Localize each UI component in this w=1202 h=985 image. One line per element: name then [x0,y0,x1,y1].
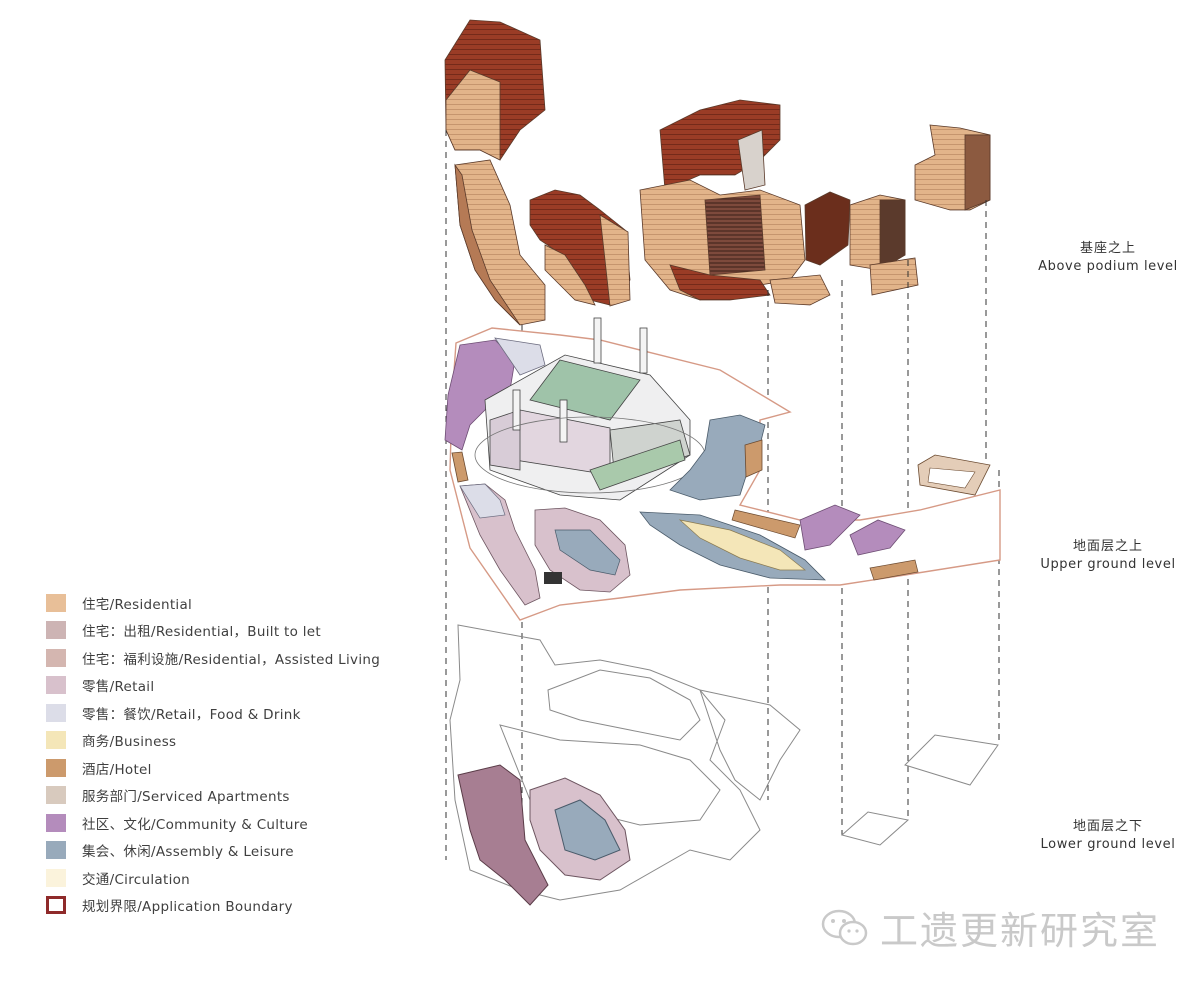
level-lower-cn: 地面层之下 [1072,819,1143,834]
legend-item: 零售/Retail [46,672,446,700]
legend-item: 社区、文化/Community & Culture [46,809,446,837]
building-west-curve-side [454,163,521,326]
chimney-se [559,399,568,443]
lower-assembly-lens [554,799,621,861]
legend-item: 规划界限/Application Boundary [46,892,446,920]
level-upper-cn: 地面层之上 [1072,539,1143,554]
level-upper-en: Upper ground level [1040,557,1176,572]
legend-item: 住宅：福利设施/Residential，Assisted Living [46,644,446,672]
upper-hotel-west [451,451,469,483]
lower-outline-main [449,624,761,901]
legend-swatch [46,896,66,915]
upper-hotel-east-2 [869,559,919,581]
lower-outline-east [699,689,801,801]
upper-hotel-east [744,439,763,478]
lower-outline-north [547,669,701,741]
building-crescent-inner [544,244,596,306]
level-lower-en: Lower ground level [1040,837,1176,852]
upper-assembly-east [669,414,766,501]
legend-label: 服务部门/Serviced Apartments [82,789,290,806]
stair-grid [544,572,562,584]
level-label-lower-ground: 地面层之下 Lower ground level [1018,818,1198,854]
chimney-ne [639,327,648,374]
lower-community [457,764,549,906]
watermark-text: 工遗更新研究室 [880,909,1161,953]
upper-community-east-2 [849,519,906,556]
legend-swatch [46,786,66,805]
legend-swatch [46,731,66,750]
legend-item: 住宅/Residential [46,589,446,617]
building-central-base [669,264,771,301]
legend-swatch [46,868,66,887]
level-above-cn: 基座之上 [1079,241,1136,256]
legend-item: 服务部门/Serviced Apartments [46,782,446,810]
legend-label: 集会、休闲/Assembly & Leisure [82,844,294,861]
wechat-icon [821,909,868,945]
building-central-east-wing [769,274,831,306]
upper-assembly-lens [554,529,621,576]
level-label-upper-ground: 地面层之上 Upper ground level [1018,538,1198,574]
chimney-sw [512,389,521,431]
upper-retail-west [494,337,546,376]
upper-food-sliver [459,483,506,519]
legend-swatch [46,813,66,832]
legend-label: 酒店/Hotel [82,761,152,778]
chimney-nw [593,317,602,364]
legend-swatch [46,758,66,777]
building-west-tower-face [445,69,501,161]
level-above-en: Above podium level [1038,259,1178,274]
legend-label: 规划界限/Application Boundary [82,899,293,916]
level-label-above-podium: 基座之上 Above podium level [1018,240,1198,276]
legend-item: 集会、休闲/Assembly & Leisure [46,837,446,865]
building-east-low [869,257,919,296]
legend-swatch [46,676,66,695]
legend-label: 住宅/Residential [82,596,193,613]
lower-outline-east-tower [904,734,999,786]
legend-item: 交通/Circulation [46,864,446,892]
lower-outline-east-small [840,811,910,846]
upper-hotel-strip [731,509,801,539]
legend-item: 零售：餐饮/Retail，Food & Drink [46,699,446,727]
watermark: 工遗更新研究室 [820,900,1160,955]
legend-item: 商务/Business [46,727,446,755]
legend-swatch [46,703,66,722]
legend-label: 住宅：出租/Residential，Built to let [82,624,322,641]
legend-label: 住宅：福利设施/Residential，Assisted Living [82,651,381,668]
legend-label: 交通/Circulation [82,871,191,888]
building-central-white [737,129,766,191]
lower-ground-level [449,624,999,906]
legend-item: 酒店/Hotel [46,754,446,782]
building-east-mid-shadow [879,199,906,269]
legend-label: 零售/Retail [82,679,155,696]
legend-swatch [46,648,66,667]
building-central-core [704,194,766,276]
building-crescent-east [599,214,631,307]
battersea-power-station [484,317,691,501]
legend-swatch [46,841,66,860]
above-podium-buildings [444,19,991,326]
land-use-legend: 住宅/Residential 住宅：出租/Residential，Built to… [46,589,446,919]
building-dark-block [804,191,851,266]
legend-label: 商务/Business [82,734,177,751]
legend-swatch [46,593,66,612]
legend-item: 住宅：出租/Residential，Built to let [46,617,446,645]
legend-label: 零售：餐饮/Retail，Food & Drink [82,706,301,723]
upper-community-east-1 [799,504,861,551]
building-east-tower-shadow [964,134,991,211]
upper-business-leaf [678,519,806,571]
legend-label: 社区、文化/Community & Culture [82,816,308,833]
legend-swatch [46,621,66,640]
upper-ground-level [444,317,1001,621]
